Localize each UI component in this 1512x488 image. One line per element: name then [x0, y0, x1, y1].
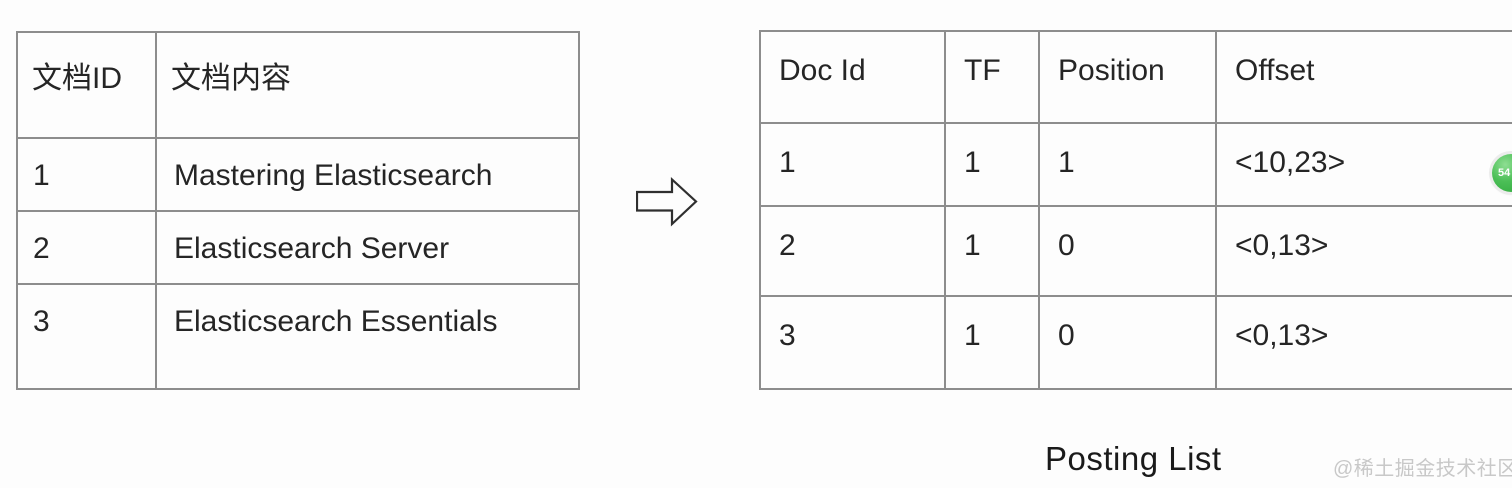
table-cell: <0,13>	[1215, 205, 1512, 297]
table-row: 3 Elasticsearch Essentials	[16, 283, 580, 390]
column-header-doc-id: 文档ID	[16, 31, 157, 139]
table-cell: Mastering Elasticsearch	[155, 137, 580, 212]
table-cell: 1	[944, 205, 1040, 297]
like-badge[interactable]: 54	[1492, 154, 1512, 192]
table-row: 2 1 0 <0,13>	[759, 205, 1512, 297]
table-cell: Elasticsearch Server	[155, 210, 580, 285]
table-cell: 1	[944, 122, 1040, 207]
column-header-position: Position	[1038, 30, 1217, 124]
table-header-row: 文档ID 文档内容	[16, 31, 580, 139]
watermark: @稀土掘金技术社区	[1333, 458, 1512, 480]
table-cell: 1	[944, 295, 1040, 390]
document-table: 文档ID 文档内容 1 Mastering Elasticsearch 2 El…	[16, 31, 580, 390]
table-row: 2 Elasticsearch Server	[16, 210, 580, 285]
table-cell: 3	[759, 295, 946, 390]
table-cell: 1	[759, 122, 946, 207]
table-cell: 0	[1038, 295, 1217, 390]
table-cell: 3	[16, 283, 157, 390]
table-cell: Elasticsearch Essentials	[155, 283, 580, 390]
table-cell: 1	[1038, 122, 1217, 207]
table-row: 3 1 0 <0,13>	[759, 295, 1512, 390]
posting-list-table: Doc Id TF Position Offset 1 1 1 <10,23> …	[759, 30, 1512, 390]
column-header-offset: Offset	[1215, 30, 1512, 124]
table-cell: 2	[759, 205, 946, 297]
posting-list-caption: Posting List	[1045, 440, 1222, 477]
table-cell: <0,13>	[1215, 295, 1512, 390]
table-row: 1 Mastering Elasticsearch	[16, 137, 580, 212]
right-block-arrow-icon	[635, 176, 698, 227]
table-cell: 1	[16, 137, 157, 212]
column-header-tf: TF	[944, 30, 1040, 124]
table-cell: 2	[16, 210, 157, 285]
table-header-row: Doc Id TF Position Offset	[759, 30, 1512, 124]
table-cell: <10,23>	[1215, 122, 1512, 207]
table-row: 1 1 1 <10,23>	[759, 122, 1512, 207]
table-cell: 0	[1038, 205, 1217, 297]
column-header-doc-id: Doc Id	[759, 30, 946, 124]
column-header-doc-content: 文档内容	[155, 31, 580, 139]
